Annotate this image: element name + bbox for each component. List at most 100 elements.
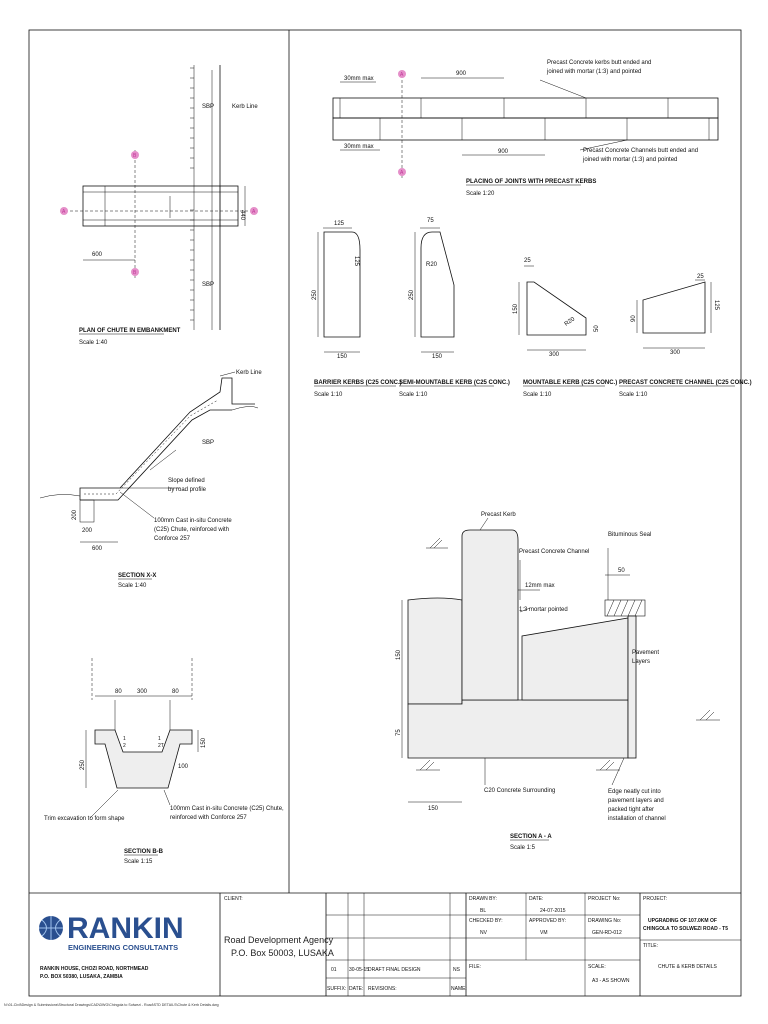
xx-dim-100: 200 (82, 528, 93, 534)
aa-mortar: 1:3 mortar pointed (519, 607, 568, 613)
joints-title: PLACING OF JOINTS WITH PRECAST KERBS (466, 179, 596, 185)
project-label: PROJECT: (643, 896, 667, 902)
bb-dim-80b: 80 (172, 689, 179, 695)
barrier-dim-base: 150 (337, 354, 348, 360)
aa-edge-1: Edge neatly cut into (608, 789, 661, 795)
aa-edge-3: packed tight after (608, 807, 654, 813)
aa-pavement-1: Pavement (632, 650, 659, 656)
plan-marker-a-right: A (252, 209, 256, 215)
plan-marker-a-left: A (62, 209, 66, 215)
xx-scale: Scale 1:40 (118, 583, 147, 589)
rev-desc: DRAFT FINAL DESIGN (368, 967, 421, 973)
barrier-scale: Scale 1:10 (314, 392, 343, 398)
aa-edge-4: installation of channel (608, 816, 666, 822)
joints-marker-a-bottom: A (400, 170, 404, 176)
channel-dim-base: 300 (670, 350, 681, 356)
date-val: 24-07-2015 (540, 908, 566, 914)
client-label: CLIENT: (224, 896, 243, 902)
title-val: CHUTE & KERB DETAILS (658, 964, 717, 970)
checked-val: NV (480, 930, 488, 936)
bb-dim-100: 100 (178, 764, 189, 770)
mountable-dim-height: 150 (513, 303, 519, 314)
channel-dim-left: 90 (631, 315, 637, 322)
drawing-no-val: GEN-RD-012 (592, 930, 622, 936)
plan-title: PLAN OF CHUTE IN EMBANKMENT (79, 328, 181, 334)
channel-scale: Scale 1:10 (619, 392, 648, 398)
aa-dim-150h: 150 (428, 806, 439, 812)
plan-kerb-line: Kerb Line (232, 104, 258, 110)
rev-desc-label: REVISIONS: (368, 986, 397, 992)
aa-edge-2: pavement layers and (608, 798, 664, 804)
aa-pavement-2: Layers (632, 659, 650, 665)
channel-dim-right: 125 (713, 300, 719, 311)
rev-date-label: DATE: (349, 986, 363, 992)
section-bb: 80 300 80 1 2 1 2T 250 150 100 Trim exca… (44, 658, 284, 865)
joints-note-kerbs-2: joined with mortar (1:3) and pointed (546, 69, 641, 75)
rev-no-label: SUFFIX: (327, 986, 346, 992)
aa-dim-75v: 75 (396, 729, 402, 736)
xx-dim-200: 200 (72, 509, 78, 520)
section-xx: Kerb Line SBP Slope defined by road prof… (39, 370, 262, 589)
aa-precast-channel: Precast Concrete Channel (519, 549, 589, 555)
semi-title: SEMI-MOUNTABLE KERB (C25 CONC.) (399, 380, 510, 386)
xx-title: SECTION X-X (118, 573, 156, 579)
section-aa: Precast Kerb Precast Concrete Channel Bi… (396, 512, 720, 851)
barrier-title: BARRIER KERBS (C25 CONC.) (314, 380, 402, 386)
title-label: TITLE: (643, 943, 658, 949)
aa-surround: C20 Concrete Surrounding (484, 788, 555, 794)
joints-dim-30-top: 30mm max (344, 76, 374, 82)
address-1: RANKIN HOUSE, CHOZI ROAD, NORTHMEAD (40, 966, 149, 972)
joints-note-channels-1: Precast Concrete Channels butt ended and (583, 148, 698, 154)
barrier-dim-height: 250 (312, 289, 318, 300)
logo-name: RANKIN (67, 912, 184, 945)
bb-dim-300: 300 (137, 689, 148, 695)
aa-scale: Scale 1:5 (510, 845, 536, 851)
joints-marker-a-top: A (400, 72, 404, 78)
drawing-no-label: DRAWING No: (588, 918, 621, 924)
scale-val: A3 - AS SHOWN (592, 978, 630, 984)
semi-radius: R20 (426, 262, 438, 268)
bb-chute-2: reinforced with Conforce 257 (170, 815, 247, 821)
joints-scale: Scale 1:20 (466, 191, 495, 197)
barrier-dim-top: 125 (334, 221, 345, 227)
file-path-footer: N:\01-Civil\Design & Submissions\Structu… (4, 1003, 219, 1007)
plan-dim-600: 600 (92, 252, 103, 258)
xx-chute-1: 100mm Cast in-situ Concrete (154, 518, 232, 524)
mountable-dim-top: 25 (524, 258, 531, 264)
xx-slope-2: by road profile (168, 487, 207, 493)
aa-dim-50: 50 (618, 568, 625, 574)
approved-label: APPROVED BY: (529, 918, 566, 924)
plan-scale: Scale 1:40 (79, 340, 108, 346)
mountable-dim-right: 50 (594, 325, 600, 332)
bb-ratio-right: 1 (158, 736, 161, 742)
date-label: DATE: (529, 896, 543, 902)
bb-chute-1: 100mm Cast in-situ Concrete (C25) Chute, (170, 806, 284, 812)
file-label: FILE: (469, 964, 481, 970)
approved-val: VM (540, 930, 548, 936)
project-line-2: CHINGOLA TO SOLWEZI ROAD - T5 (643, 926, 728, 932)
semi-mountable-kerb: 75 R20 250 150 SEMI-MOUNTABLE KERB (C25 … (399, 218, 510, 398)
barrier-kerb: 125 125 250 150 BARRIER KERBS (C25 CONC.… (312, 221, 402, 398)
plan-view: B B A A SBP Kerb Line SBP 440 600 PLAN O… (60, 65, 260, 346)
joints-dim-30-bottom: 30mm max (344, 144, 374, 150)
xx-sbp: SBP (202, 440, 214, 446)
semi-dim-height: 250 (409, 289, 415, 300)
mountable-title: MOUNTABLE KERB (C25 CONC.) (523, 380, 617, 386)
plan-marker-b-top: B (133, 153, 137, 159)
mountable-scale: Scale 1:10 (523, 392, 552, 398)
plan-marker-b-bottom: B (133, 270, 137, 276)
joints-dim-900-top: 900 (456, 71, 467, 77)
plan-sbp-top: SBP (202, 104, 214, 110)
project-line-1: UPGRADING OF 107.0KM OF (648, 918, 717, 924)
client-line-1: Road Development Agency (224, 935, 334, 945)
bb-dim-250: 250 (80, 759, 86, 770)
drawn-label: DRAWN BY: (469, 896, 497, 902)
checked-label: CHECKED BY: (469, 918, 503, 924)
rev-by-label: NAME: (451, 986, 467, 992)
logo-sub: ENGINEERING CONSULTANTS (68, 943, 178, 952)
bb-trim: Trim excavation to form shape (44, 816, 125, 822)
channel-dim-top: 25 (697, 274, 704, 280)
title-block: RANKIN ENGINEERING CONSULTANTS RANKIN HO… (39, 893, 741, 996)
aa-bitumen: Bituminous Seal (608, 532, 651, 538)
